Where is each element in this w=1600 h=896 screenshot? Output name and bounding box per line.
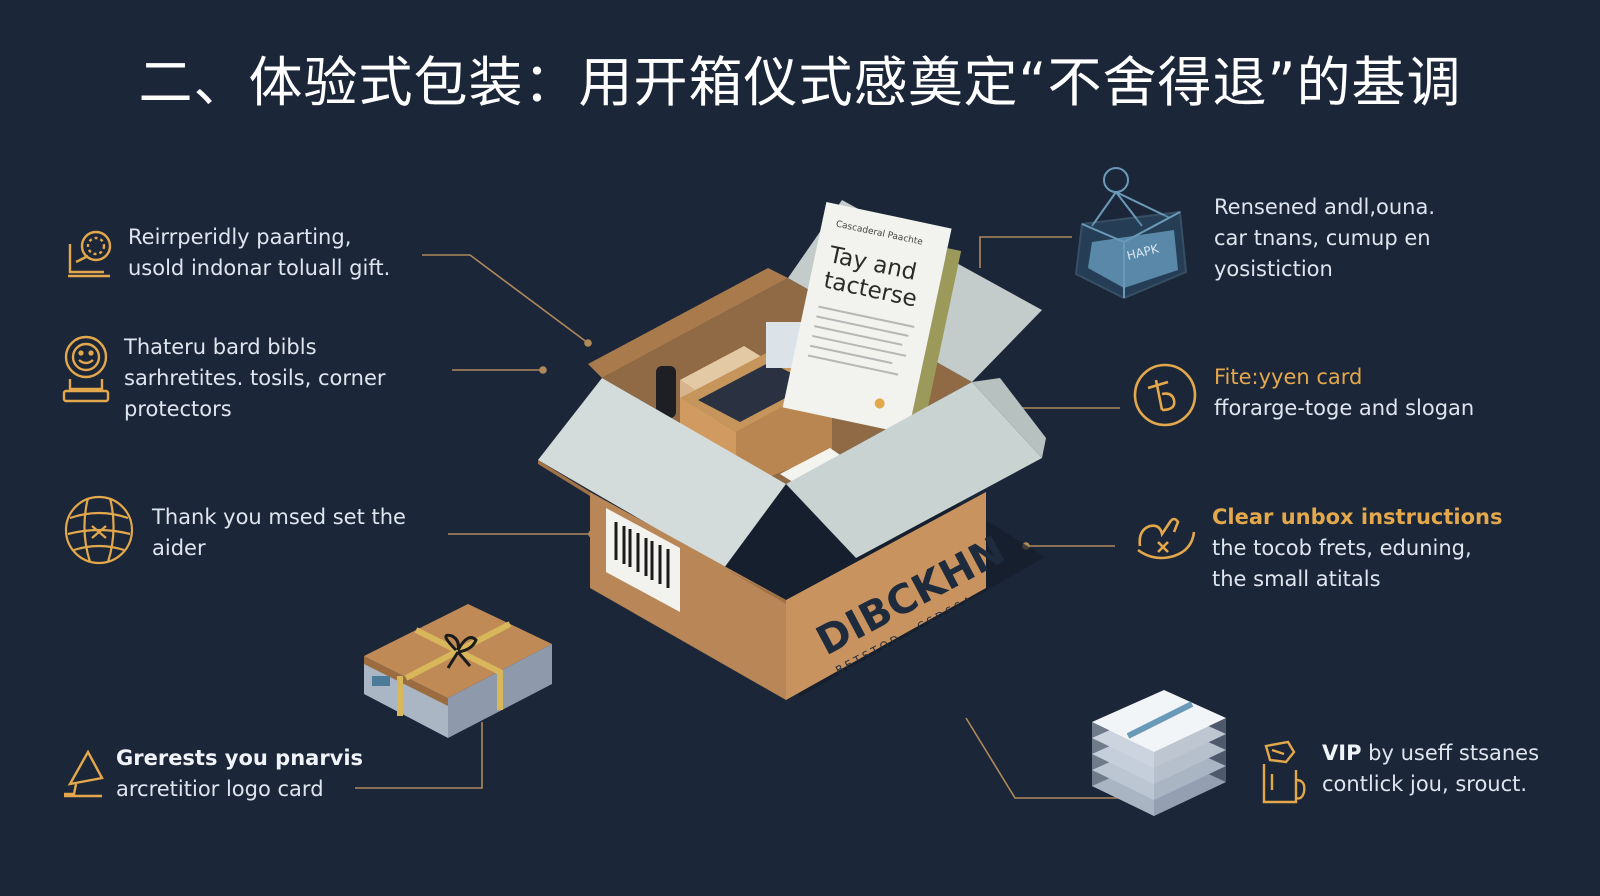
left-label-2-line-2: sarhretites. tosils, corner: [124, 366, 386, 390]
barcode-label: [606, 508, 680, 612]
right-label-3-line-2: the small atitals: [1212, 567, 1381, 591]
left-label-4-line-1: Grerests you pnarvis: [116, 746, 364, 770]
left-label-3-line-2: aider: [152, 536, 206, 560]
right-label-1-line-3: yosistiction: [1214, 257, 1333, 281]
left-label-1-line-1: Reirrperidly paarting,: [128, 225, 352, 249]
connector-left-1: [422, 254, 589, 344]
connector-dot: [584, 339, 592, 347]
gift-bag-illustration: HAPK: [1074, 167, 1188, 300]
patterned-ball-icon: [64, 495, 134, 565]
right-label-2-line-1: fforarge-toge and slogan: [1214, 396, 1475, 420]
right-label-4-line-1: VIP by useff stsanes: [1322, 738, 1539, 769]
small-gift-box-illustration: [364, 604, 552, 738]
right-side-flap: [972, 378, 1046, 458]
box-front-right-wall: [786, 492, 986, 700]
page-title: 二、体验式包装：用开箱仪式感奠定“不舍得退”的基调: [138, 51, 1462, 114]
unboxing-box-illustration: Cascaderal Paachte Tay and tacterse: [538, 200, 1046, 700]
left-front-flap: [538, 378, 786, 568]
left-label-2: Thateru bard bibls sarhretites. tosils, …: [124, 332, 386, 425]
ribbon-seal-icon: [68, 230, 112, 278]
left-label-4: Grerests you pnarvis arcretitior logo ca…: [116, 743, 363, 805]
megaphone-icon: [64, 749, 104, 798]
left-label-4-line-2: arcretitior logo card: [116, 777, 324, 801]
right-front-flap: [786, 382, 1042, 558]
connector-right-4: [965, 717, 1118, 799]
left-label-2-line-1: Thateru bard bibls: [124, 335, 317, 359]
connector-right-1: [979, 236, 1072, 268]
connector-left-4: [355, 722, 483, 789]
left-label-2-line-3: protectors: [124, 397, 232, 421]
right-label-4-line-2: contlick jou, srouct.: [1322, 772, 1528, 796]
left-label-1-line-2: usold indonar toluall gift.: [128, 256, 391, 280]
right-label-1-line-2: car tnans, cumup en: [1214, 226, 1431, 250]
right-label-3-highlight: Clear unbox instructions: [1212, 505, 1503, 529]
vip-person-icon: [1262, 740, 1306, 804]
hand-swipe-icon: [1137, 517, 1196, 560]
brand-circle-icon: [1133, 363, 1197, 427]
right-label-4-lead-rest: by useff stsanes: [1361, 741, 1540, 765]
left-label-3-line-1: Thank you msed set the: [152, 505, 406, 529]
right-label-3: Clear unbox instructions the tocob frets…: [1212, 502, 1502, 595]
connector-dot: [539, 366, 547, 374]
back-left-flap: [588, 268, 788, 378]
stacked-cards-illustration: [1092, 690, 1226, 816]
right-label-2-highlight: Fite:yyen card: [1214, 365, 1363, 389]
left-label-3: Thank you msed set the aider: [152, 502, 406, 564]
right-label-4-lead: VIP: [1322, 741, 1362, 765]
letter-card: Cascaderal Paachte Tay and tacterse: [782, 201, 962, 447]
right-label-4: VIP by useff stsanes contlick jou, srouc…: [1322, 738, 1539, 800]
left-label-1: Reirrperidly paarting, usold indonar tol…: [128, 222, 390, 284]
right-label-3-line-1: the tocob frets, eduning,: [1212, 536, 1472, 560]
right-label-2: Fite:yyen card fforarge-toge and slogan: [1214, 362, 1474, 424]
smiley-badge-icon: [62, 335, 110, 403]
right-label-1: Rensened andl,ouna. car tnans, cumup en …: [1214, 192, 1435, 285]
right-label-1-line-1: Rensened andl,ouna.: [1214, 195, 1436, 219]
